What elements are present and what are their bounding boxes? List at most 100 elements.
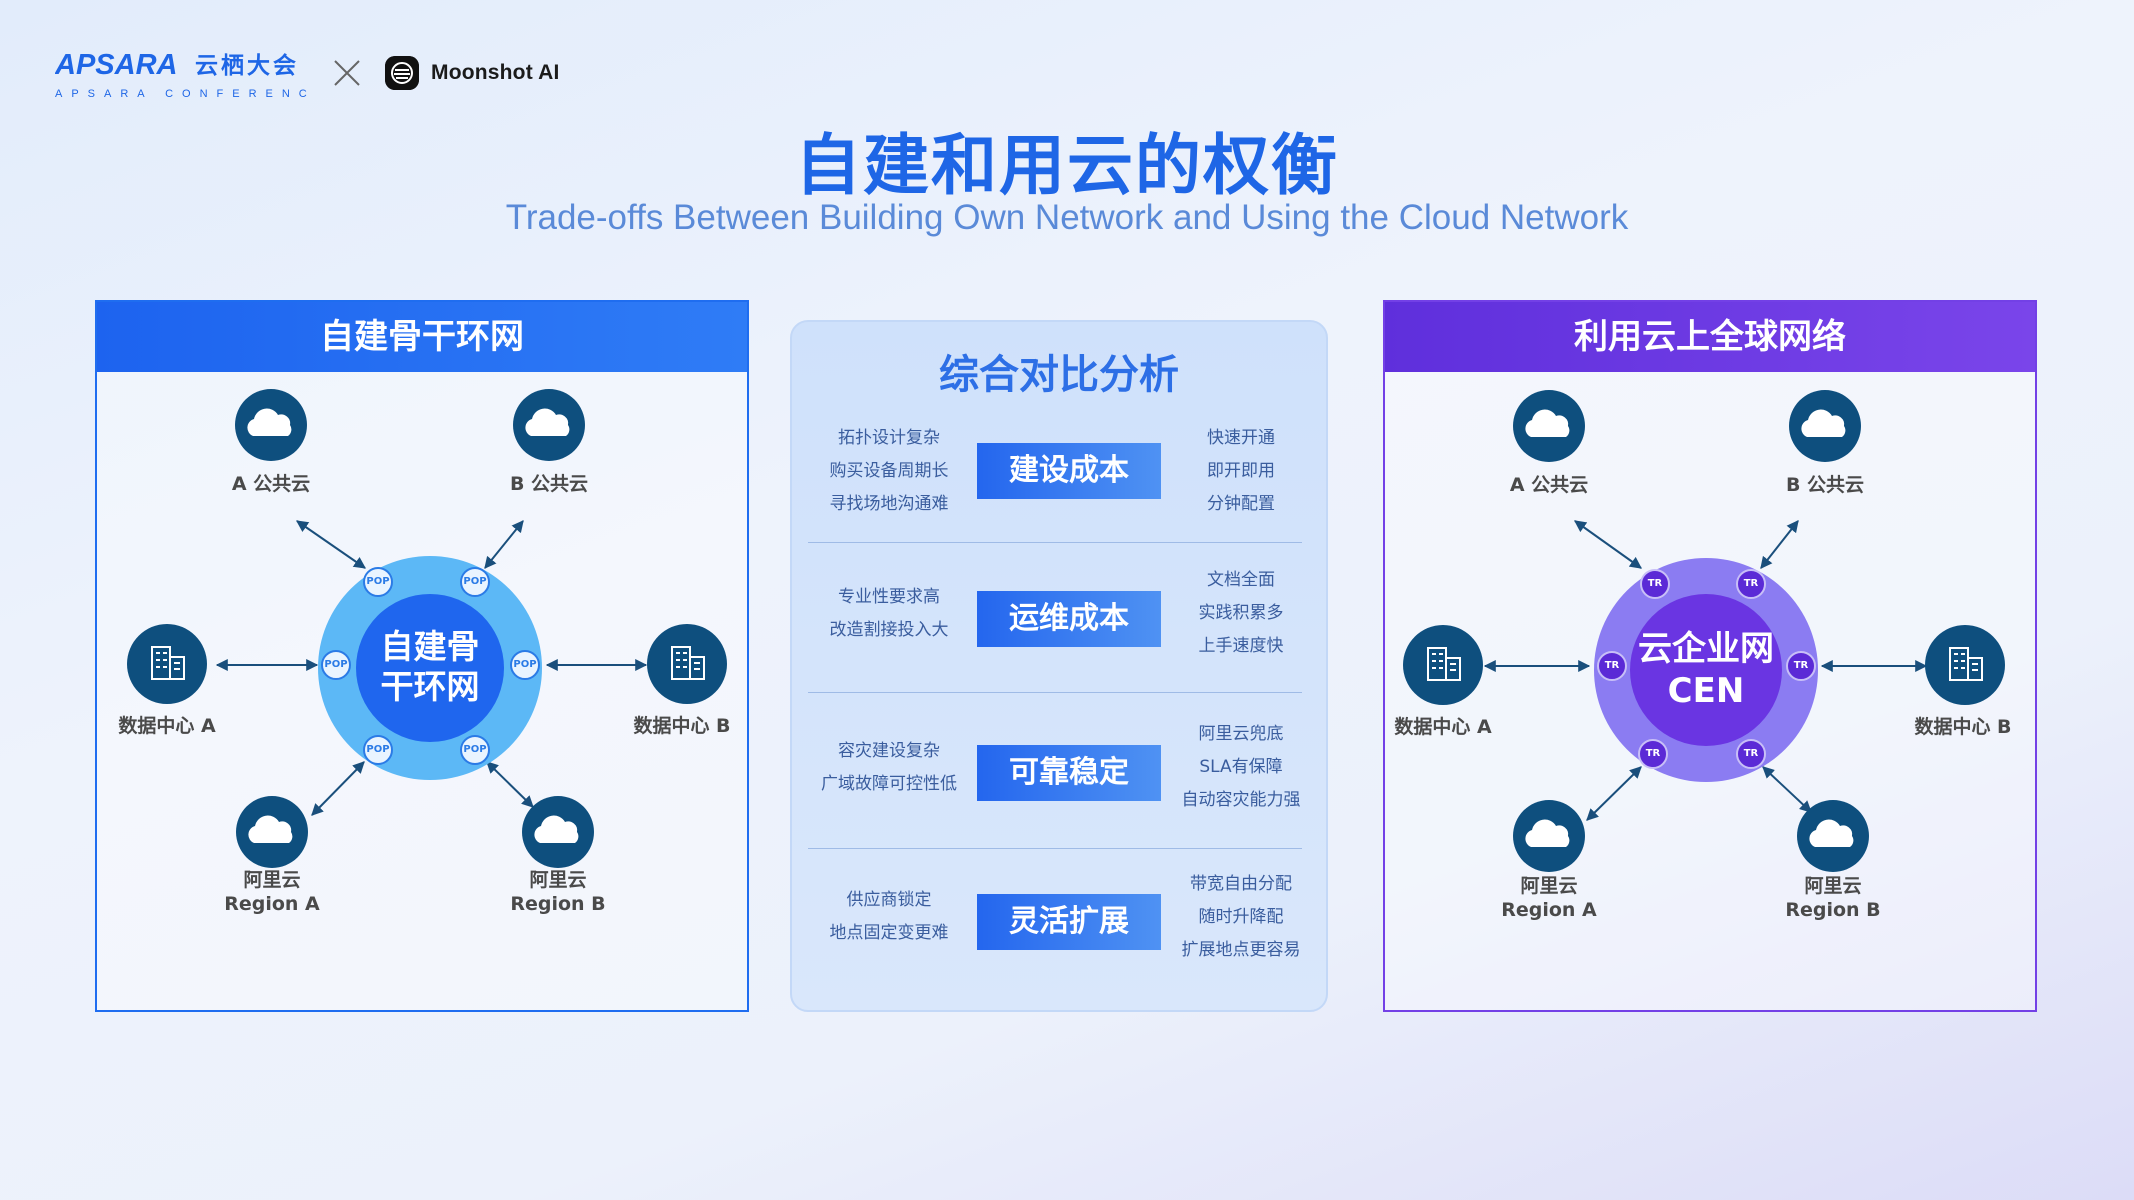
apsara-conference-logo: APSARA 云栖大会 APSARA CONFERENCE (55, 50, 315, 100)
pop-tag-label: POP (324, 659, 348, 670)
self-built-points: 拓扑设计复杂购买设备周期长寻找场地沟通难 (829, 428, 949, 514)
self-built-panel-heading: 自建骨干环网 (97, 302, 747, 372)
pop-tags (321, 567, 540, 765)
pop-tag-label: POP (513, 659, 537, 670)
cloud-node-region-a (236, 796, 308, 868)
cloud-icon (1801, 409, 1846, 437)
cloud-panel-heading: 利用云上全球网络 (1385, 302, 2035, 372)
pop-tag-label: POP (463, 576, 487, 587)
cloud-points: 快速开通即开即用分钟配置 (1207, 428, 1275, 514)
apsara-brand-cn-text: 云栖大会 (195, 52, 299, 79)
cloud-icon (534, 815, 579, 843)
tr-tag-right (1786, 651, 1816, 681)
tr-tag-top-right (1736, 569, 1766, 599)
pop-tag-left (321, 650, 351, 680)
node-label-dc-b: 数据中心 B (633, 715, 731, 737)
backbone-hub (356, 594, 504, 742)
datacenter-node-a (127, 624, 207, 704)
link-b-public (484, 520, 524, 569)
cloud-icon (248, 815, 293, 843)
node-label-a-public: A 公共云 (231, 473, 311, 495)
tr-tag-label: TR (1647, 578, 1663, 589)
cloud-node-a-public (1513, 390, 1585, 462)
page-subtitle: Trade-offs Between Building Own Network … (505, 198, 1629, 237)
comparison-label: 建设成本 (977, 443, 1161, 499)
pop-tag-label: POP (463, 744, 487, 755)
cloud-node-region-b (522, 796, 594, 868)
hub-label-line: 干环网 (380, 667, 480, 706)
moonshot-logo-text: Moonshot AI (431, 61, 560, 84)
self-built-points: 专业性要求高改造割接投入大 (829, 587, 949, 640)
cloud-icon (1809, 819, 1854, 847)
tr-tag-label: TR (1604, 660, 1620, 671)
node-label-dc-a: 数据中心 A (118, 715, 216, 737)
apsara-tagline-text: APSARA CONFERENCE (55, 88, 315, 100)
pop-tag-bottom-right (460, 735, 490, 765)
building-icon (1427, 647, 1461, 681)
self-built-network-diagram (127, 389, 727, 868)
cen-hub-label: 云企业网 CEN (1616, 628, 1796, 712)
link-region-b (486, 761, 534, 808)
pop-tag-right (510, 650, 540, 680)
cloud-network-diagram (1403, 390, 2005, 872)
tr-tag-bottom-right (1736, 739, 1766, 769)
self-built-points: 容灾建设复杂广域故障可控性低 (821, 741, 957, 794)
cloud-node-b-public (1789, 390, 1861, 462)
apsara-brand-text: APSARA (55, 50, 177, 81)
node-label-dc-a: 数据中心 A (1394, 716, 1492, 738)
datacenter-node-a (1403, 625, 1483, 705)
cloud-icon (247, 408, 292, 436)
comparison-label: 灵活扩展 (977, 894, 1161, 950)
node-label-b-public: B 公共云 (1785, 474, 1865, 496)
cloud-points: 带宽自由分配随时升降配扩展地点更容易 (1181, 874, 1301, 960)
tr-tag-label: TR (1743, 748, 1759, 759)
row-divider (808, 848, 1302, 849)
cloud-icon (1525, 819, 1570, 847)
tr-tag-top-left (1640, 569, 1670, 599)
pop-tag-label: POP (366, 744, 390, 755)
pop-tag-top-left (363, 567, 393, 597)
self-built-backbone-panel: 自建骨干环网 (95, 300, 749, 1012)
moonshot-logo-icon (385, 56, 419, 90)
link-a-public (1574, 520, 1642, 569)
pop-tag-top-right (460, 567, 490, 597)
cen-hub (1630, 594, 1782, 746)
link-region-b (1762, 766, 1812, 813)
cloud-points: 文档全面实践积累多上手速度快 (1198, 570, 1284, 656)
cloud-node-a-public (235, 389, 307, 461)
node-label-a-public: A 公共云 (1509, 474, 1589, 496)
link-a-public (296, 520, 366, 569)
cloud-icon (1525, 409, 1570, 437)
link-region-a (1586, 766, 1642, 821)
link-b-public (1760, 520, 1799, 569)
tr-tag-label: TR (1743, 578, 1759, 589)
node-label-b-public: B 公共云 (509, 473, 589, 495)
hub-label-line: CEN (1667, 671, 1745, 711)
self-built-points: 供应商锁定地点固定变更难 (829, 890, 949, 943)
link-region-a (311, 761, 365, 816)
comparison-heading: 综合对比分析 (939, 352, 1179, 398)
tr-tag-left (1597, 651, 1627, 681)
comparison-label: 运维成本 (977, 591, 1161, 647)
cloud-node-b-public (513, 389, 585, 461)
cloud-node-region-b (1797, 800, 1869, 872)
tr-tag-bottom-left (1638, 739, 1668, 769)
hub-label-line: 自建骨 (380, 627, 480, 666)
building-icon (1949, 647, 1983, 681)
page-title: 自建和用云的权衡 (795, 127, 1339, 204)
comparison-label: 可靠稳定 (977, 745, 1161, 801)
comparison-panel: 综合对比分析 拓扑设计复杂购买设备周期长寻找场地沟通难 建设成本 快速开通即开即… (790, 320, 1328, 1012)
datacenter-node-b (647, 624, 727, 704)
backbone-hub-label: 自建骨 干环网 (356, 627, 504, 707)
collaboration-x-icon (334, 60, 360, 86)
pop-tag-label: POP (366, 576, 390, 587)
hub-label-line: 云企业网 (1638, 629, 1774, 669)
cloud-global-network-panel: 利用云上全球网络 (1383, 300, 2037, 1012)
tr-tags (1597, 569, 1816, 769)
building-icon (151, 646, 185, 680)
tr-tag-label: TR (1793, 660, 1809, 671)
